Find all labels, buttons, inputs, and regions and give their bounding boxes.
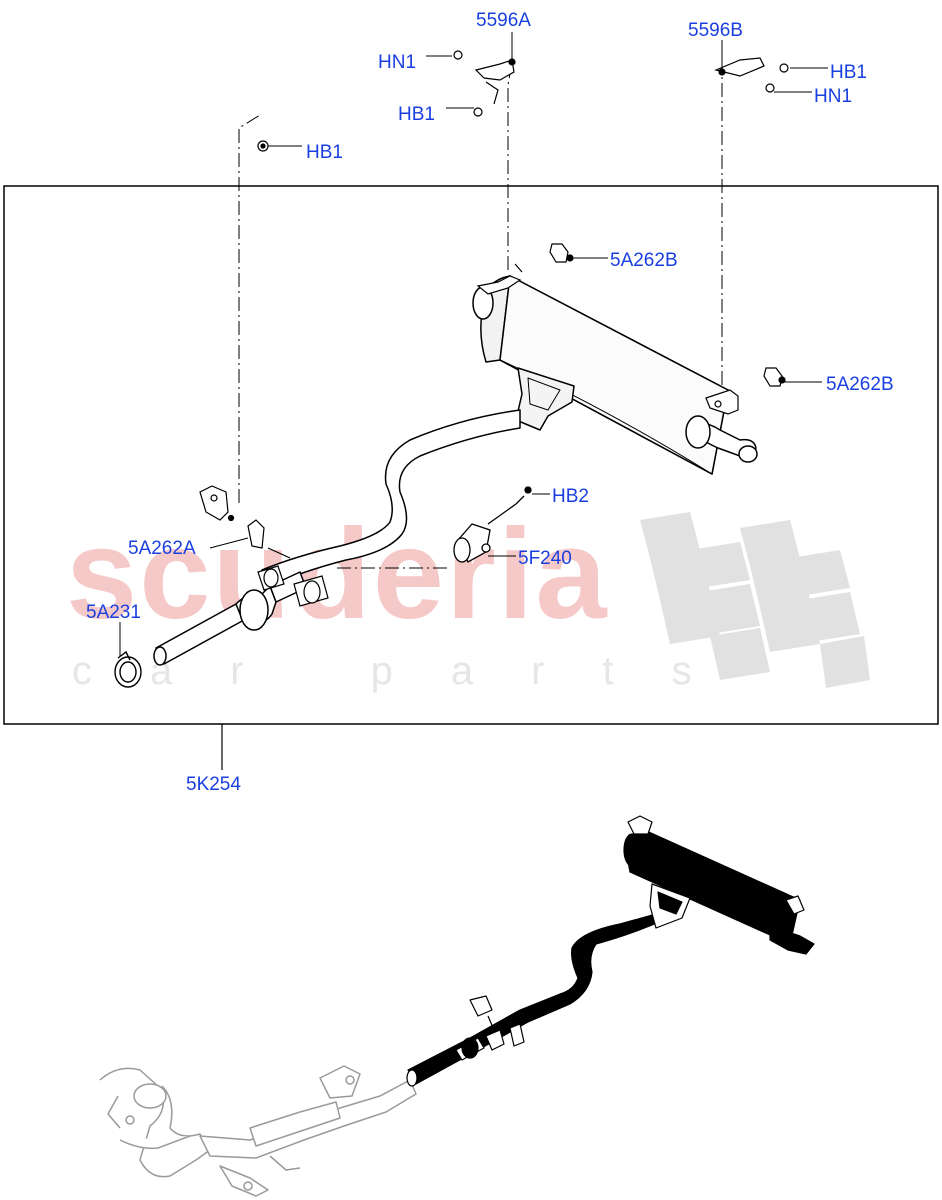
callout-5A231: 5A231 [86,602,141,623]
callout-5A262A: 5A262A [128,538,196,559]
callout-hn1-right: HN1 [814,86,852,107]
insulator-5F240 [453,486,532,563]
callout-hb1-frame: HB1 [306,142,343,163]
callout-5A262B-right: 5A262B [826,374,894,395]
rear-muffler [472,275,758,475]
assembly-frame [3,185,939,725]
front-pipe [153,571,307,666]
fasteners-5596A [453,50,516,117]
fasteners-5A262B [549,243,786,387]
clamp-5A231 [114,650,142,688]
callout-5596A: 5596A [476,10,531,31]
overview-rear-section [406,815,815,1087]
callout-hb2: HB2 [552,486,589,507]
watermark-title: scuderia [66,503,609,646]
overview-front-section [99,1065,417,1197]
callout-hb1-right: HB1 [830,62,867,83]
leader-lines [119,32,828,656]
muffler-hanger-left [476,263,523,295]
callout-hb1-left: HB1 [398,104,435,125]
callout-5F240: 5F240 [518,548,572,569]
callout-hn1-left: HN1 [378,52,416,73]
fastener-hb1-left [257,140,269,152]
checkered-flag-icon [640,512,870,688]
callout-5596B: 5596B [688,20,743,41]
callout-5A262B-top: 5A262B [610,250,678,271]
front-hangers [257,565,329,607]
watermark: scuderia car parts [66,503,870,693]
muffler-hanger-right [705,389,739,415]
overview-full-exhaust [99,815,815,1197]
bracket-5A262A [199,485,291,559]
fasteners-5596B [714,57,789,93]
callout-5K254: 5K254 [186,774,241,795]
